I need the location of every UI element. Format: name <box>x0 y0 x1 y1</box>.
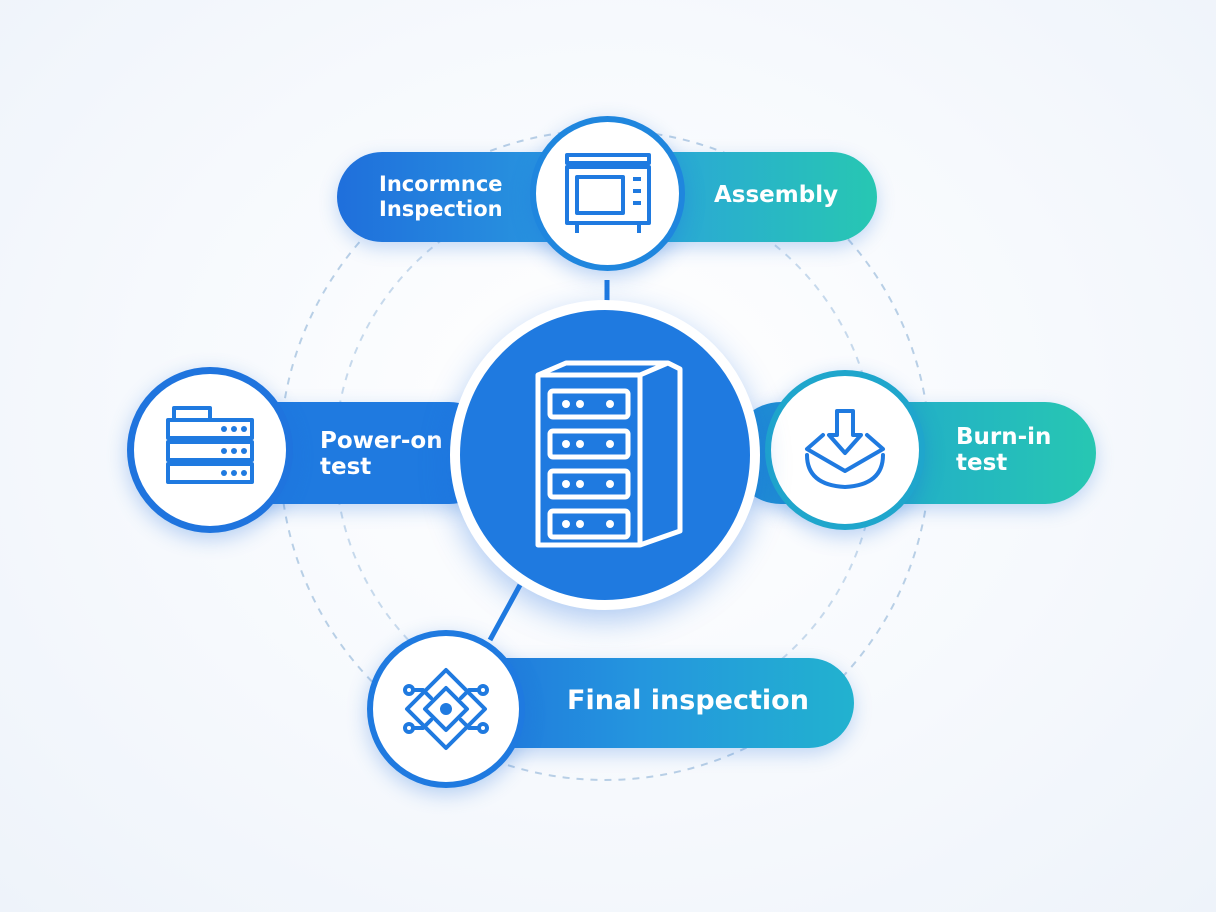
inspection-station-node <box>530 116 685 271</box>
final-inspection-node <box>367 630 525 788</box>
server-cabinet-icon <box>535 360 683 548</box>
stage-burn-in-test-label: Burn-in test <box>956 424 1052 476</box>
download-tray-icon <box>805 409 885 489</box>
circuit-chip-icon <box>403 668 489 750</box>
stage-assembly-label: Assembly <box>714 182 839 208</box>
burn-in-node <box>765 370 925 530</box>
inspection-station-icon <box>564 152 651 233</box>
stage-incoming-inspection-label: Incormnce Inspection <box>379 172 503 221</box>
stage-final-inspection-label: Final inspection <box>567 685 809 716</box>
server-rack-node <box>127 367 293 533</box>
connector-bottom <box>487 583 523 642</box>
stage-power-on-test-label: Power-on test <box>320 428 443 480</box>
server-rack-icon <box>166 406 254 484</box>
central-server-hub <box>450 300 760 610</box>
